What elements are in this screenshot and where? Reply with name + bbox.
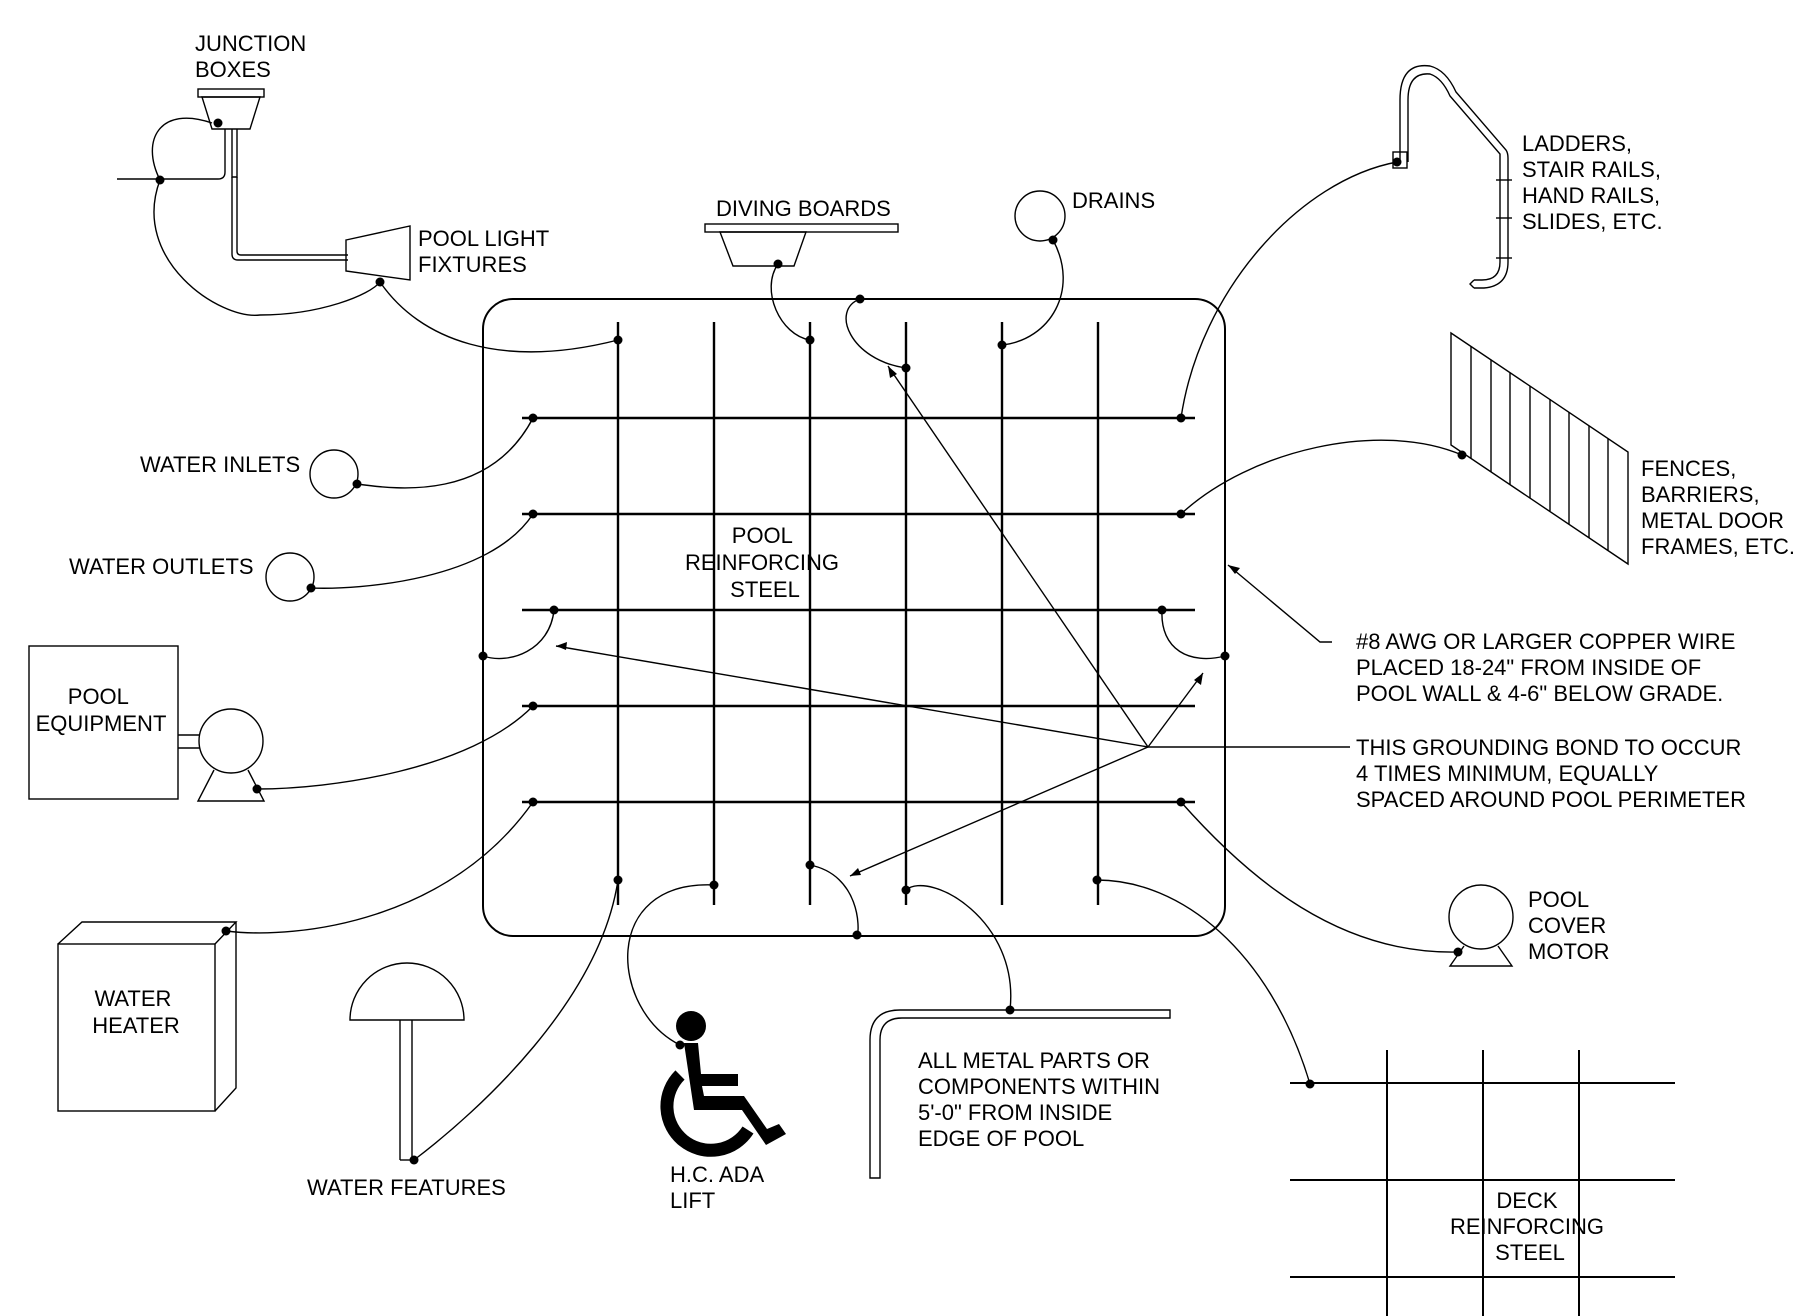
metal-parts-pipe-icon [869,1009,1171,1179]
junction-boxes-label: JUNCTION BOXES [195,31,312,82]
pool-equipment-icon [28,645,266,802]
ada-lift-label: H.C. ADA LIFT [670,1162,769,1213]
pool-outline [482,298,1226,937]
pool-light-fixture-icon [231,177,411,281]
ada-lift-icon [660,1011,786,1157]
fences-label: FENCES, BARRIERS, METAL DOOR FRAMES, ETC… [1641,456,1795,559]
grounding-bond-note: THIS GROUNDING BOND TO OCCUR 4 TIMES MIN… [1356,735,1748,812]
pool-equipment-label: POOL EQUIPMENT [36,684,167,736]
drains-label: DRAINS [1072,188,1155,213]
pool-light-fixtures-label: POOL LIGHT FIXTURES [418,226,555,277]
pool-reinforcing-steel-grid [522,322,1195,905]
diving-board-icon [704,223,899,267]
deck-reinforcing-steel-label: DECK REINFORCING STEEL [1450,1188,1610,1265]
bond-connection-dots [155,118,1467,1165]
water-outlet-icon [265,552,315,602]
water-inlets-label: WATER INLETS [140,452,300,477]
water-feature-icon [349,962,465,1161]
ladders-label: LADDERS, STAIR RAILS, HAND RAILS, SLIDES… [1522,131,1667,234]
ladder-handrail-icon [1392,64,1512,289]
note-leader-lines [555,365,1350,877]
water-inlet-icon [309,449,359,499]
copper-wire-note: #8 AWG OR LARGER COPPER WIRE PLACED 18-2… [1356,629,1742,706]
diving-boards-label: DIVING BOARDS [716,196,891,221]
junction-box-icon [117,88,265,181]
drain-icon [1014,190,1066,242]
deck-reinforcing-steel-grid [1290,1050,1675,1316]
water-features-label: WATER FEATURES [307,1175,506,1200]
water-heater-label: WATER HEATER [92,986,180,1038]
water-outlets-label: WATER OUTLETS [69,554,254,579]
metal-parts-note: ALL METAL PARTS OR COMPONENTS WITHIN 5'-… [918,1048,1166,1151]
bonding-wires [153,161,1463,1161]
fence-icon [1450,331,1629,566]
pool-reinforcing-steel-label: POOL REINFORCING STEEL [685,523,845,602]
pool-cover-motor-label: POOL COVER MOTOR [1528,887,1612,964]
